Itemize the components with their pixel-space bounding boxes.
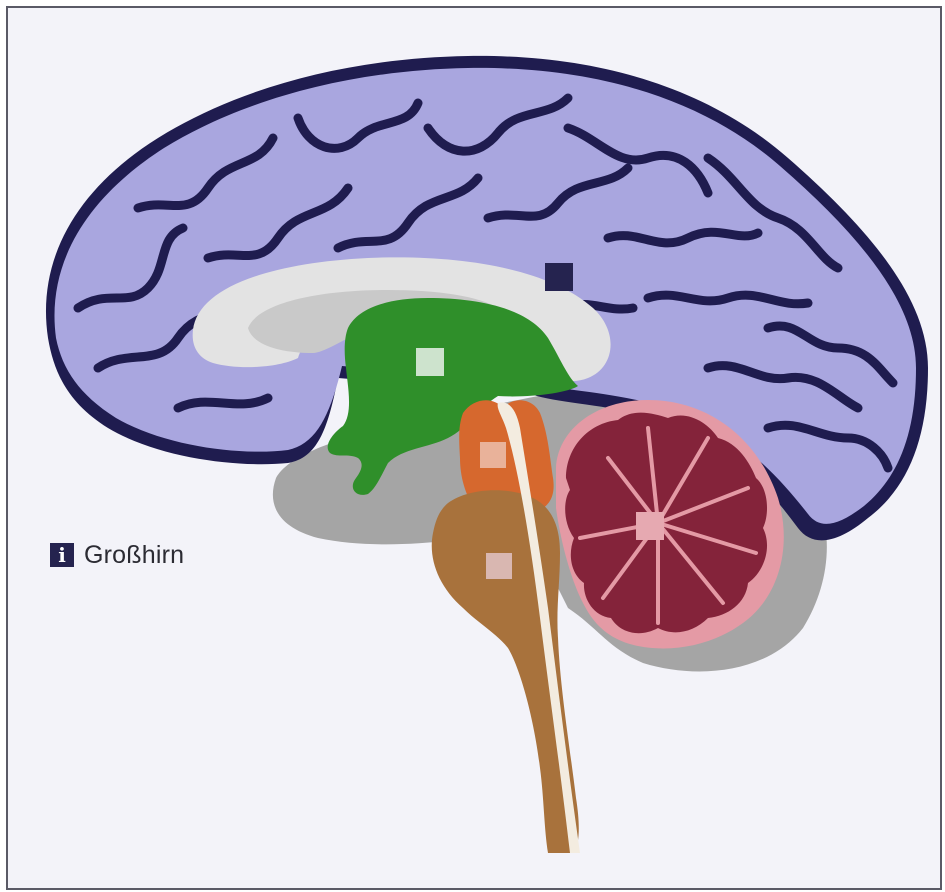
info-icon: i bbox=[50, 543, 74, 567]
diencephalon-marker[interactable] bbox=[416, 348, 444, 376]
legend[interactable]: i Großhirn bbox=[50, 538, 184, 572]
cerebellum-marker[interactable] bbox=[636, 512, 664, 540]
midbrain-marker[interactable] bbox=[480, 442, 506, 468]
legend-label: Großhirn bbox=[84, 541, 184, 570]
cerebrum-marker[interactable] bbox=[545, 263, 573, 291]
brainstem-marker[interactable] bbox=[486, 553, 512, 579]
brain-diagram-panel: i Großhirn bbox=[6, 6, 942, 890]
brain-diagram bbox=[8, 8, 940, 888]
brainstem[interactable] bbox=[432, 490, 579, 853]
